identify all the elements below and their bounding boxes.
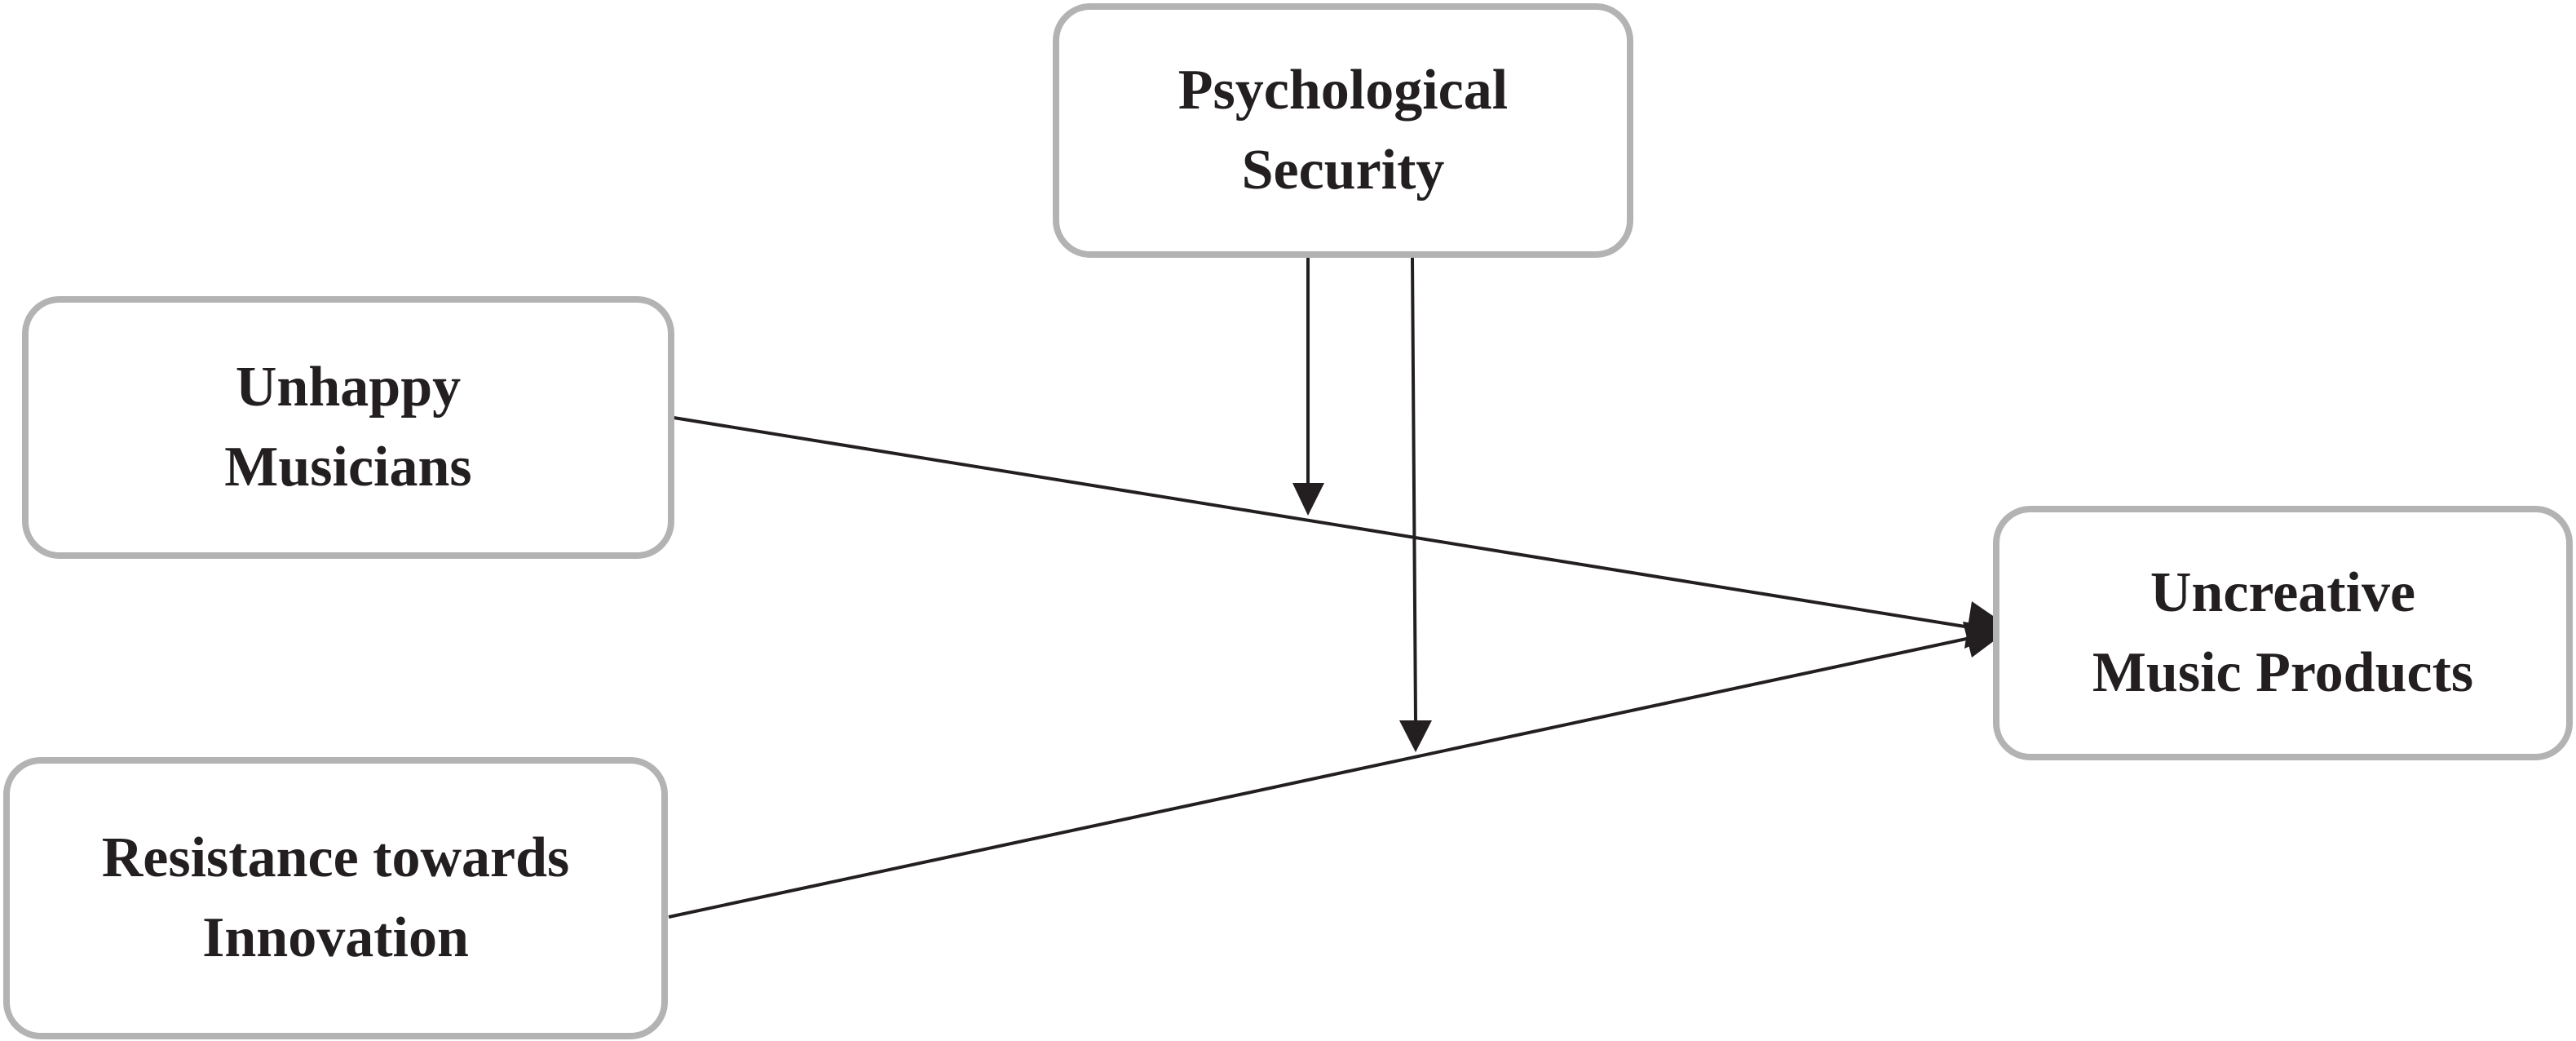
node-label-line: Resistance towards [101, 826, 570, 889]
node-label-line: Music Products [2092, 641, 2474, 704]
arrow-security-moderates-unhappy-path [1292, 258, 1324, 516]
arrowhead-icon [1399, 720, 1432, 752]
node-uncreative-music-products: Uncreative Music Products [1993, 506, 2573, 760]
node-resistance-towards-innovation: Resistance towards Innovation [3, 757, 668, 1039]
node-psychological-security: Psychological Security [1053, 3, 1633, 258]
arrow-security-moderates-resistance-path [1399, 257, 1432, 752]
node-unhappy-musicians: Unhappy Musicians [22, 296, 674, 559]
arrowhead-icon [1292, 483, 1324, 516]
node-label: Psychological Security [1178, 51, 1508, 210]
node-label-line: Psychological [1178, 59, 1509, 122]
node-label-line: Security [1241, 139, 1445, 202]
node-label-line: Musicians [224, 436, 472, 498]
node-label: Unhappy Musicians [224, 348, 471, 507]
node-label: Uncreative Music Products [2092, 553, 2473, 713]
node-label-line: Unhappy [235, 356, 462, 419]
arrow-resistance-to-uncreative [668, 622, 2011, 919]
node-label-line: Innovation [202, 906, 469, 969]
arrow-unhappy-to-uncreative [668, 415, 2011, 649]
node-label-line: Uncreative [2150, 561, 2416, 624]
node-label: Resistance towards Innovation [102, 818, 570, 978]
